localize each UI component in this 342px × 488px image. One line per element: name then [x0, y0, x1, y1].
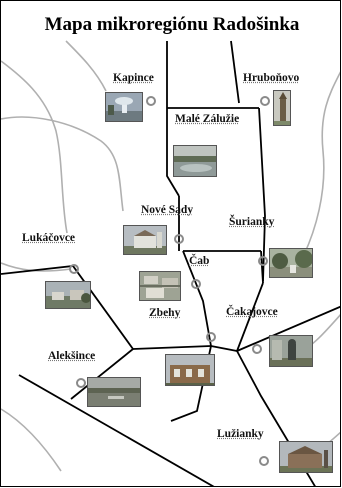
boundary-male-zaluzie-east — [258, 107, 266, 282]
marker-surianky — [258, 256, 268, 266]
fountain-photo[interactable] — [105, 92, 143, 122]
marker-zbehy — [206, 332, 216, 342]
label-lukacovce[interactable]: Lukáčovce — [22, 232, 76, 244]
boundary-cab-east — [260, 250, 264, 284]
road-east — [300, 71, 340, 262]
marker-alekince — [76, 378, 86, 388]
marker-lukacovce — [69, 264, 79, 274]
marker-luzianky — [259, 456, 269, 466]
church-photo[interactable] — [123, 225, 167, 255]
marker-nove-sady — [174, 234, 184, 244]
label-male-zaluzie[interactable]: Malé Zálužie — [175, 113, 240, 125]
label-cab[interactable]: Čab — [189, 255, 210, 267]
road-southwest — [1, 408, 62, 472]
boundary-zbehy-east — [210, 345, 238, 352]
label-hrubonovo[interactable]: Hruboňovo — [243, 72, 300, 84]
statue-photo[interactable] — [269, 335, 313, 367]
chapel-photo[interactable] — [279, 441, 333, 473]
boundary-alekince-east — [70, 348, 134, 400]
label-cakajovce[interactable]: Čakajovce — [226, 306, 278, 318]
village-photo[interactable] — [45, 281, 91, 309]
label-surianky[interactable]: Šurianky — [229, 216, 275, 228]
marker-hrubonovo — [260, 96, 270, 106]
boundary-kapince-hrubonovo — [166, 41, 180, 197]
road-network — [1, 40, 340, 472]
pond-photo[interactable] — [173, 145, 217, 177]
boundary-zbehy-south — [132, 345, 212, 350]
park-photo[interactable] — [269, 248, 313, 278]
marker-kapince — [146, 96, 156, 106]
label-luzianky[interactable]: Lužianky — [217, 428, 264, 440]
tower-photo[interactable] — [273, 90, 291, 126]
label-kapince[interactable]: Kapince — [113, 72, 154, 84]
marker-cakajovce — [252, 344, 262, 354]
aerial-photo[interactable] — [139, 271, 181, 301]
building-photo[interactable] — [165, 354, 215, 386]
label-zbehy[interactable]: Zbehy — [149, 307, 181, 319]
boundary-cakajovce-north — [236, 282, 264, 352]
boundary-cab-zbehy — [182, 250, 212, 347]
road-west — [1, 116, 124, 212]
boundary-north-east — [230, 40, 240, 104]
label-alekince[interactable]: Alekšince — [48, 350, 96, 362]
marker-cab — [191, 279, 201, 289]
map-title: Mapa mikroregiónu Radošinka — [44, 14, 300, 35]
boundary-south-diagonal — [18, 374, 215, 486]
label-nove-sady[interactable]: Nové Sady — [141, 204, 194, 216]
road-northwest — [1, 60, 68, 234]
road-top-left — [65, 40, 107, 92]
landscape-photo[interactable] — [87, 377, 141, 407]
village-markers — [69, 96, 270, 466]
boundary-lines — [1, 40, 340, 486]
boundary-cakajovce-east — [236, 305, 340, 352]
